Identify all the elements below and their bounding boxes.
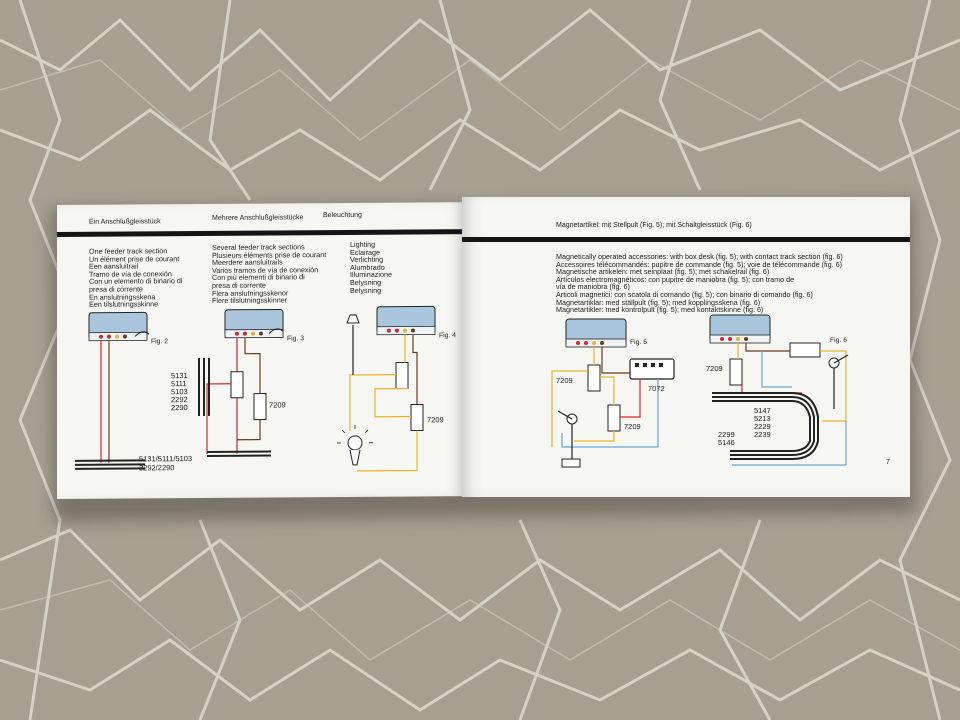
track-number: 2229 xyxy=(754,422,771,431)
page-number: 7 xyxy=(886,459,890,466)
right-line: Artículos electromagnéticos: con pupitre… xyxy=(556,274,795,284)
track-number: 5147 xyxy=(754,406,771,415)
right-line: Accessoires télécommandés: pupitre de co… xyxy=(556,259,843,269)
part-7209-label: 7209 xyxy=(706,364,723,373)
fig3-label: Fig. 3 xyxy=(287,335,304,343)
transformer-icon xyxy=(709,314,771,344)
track-stack-b: 2299 5146 xyxy=(718,431,735,447)
right-line: vía de maniobra (fig. 6) xyxy=(556,282,630,292)
track-number: 5146 xyxy=(718,438,735,447)
part-7209-label: 7209 xyxy=(427,415,444,425)
fig4-label: Fig. 4 xyxy=(439,332,456,340)
right-line: Magnetartikler: med kontrolpult (fig. 5)… xyxy=(556,305,764,315)
right-page: Magnetartikel: mit Stellpult (Fig. 5); m… xyxy=(462,197,910,497)
right-text: Magnetically operated accessories: with … xyxy=(556,253,843,314)
transformer-icon xyxy=(565,318,627,348)
part-number: 2290 xyxy=(171,403,188,413)
header-magnetic-accessories: Magnetartikel: mit Stellpult (Fig. 5); m… xyxy=(556,222,752,229)
track-numbers: 5131/5111/5103 xyxy=(139,454,193,464)
track-stack-a: 5147 5213 2229 2239 xyxy=(754,407,771,439)
part-numbers-stack: 5131 5111 5103 2292 2290 xyxy=(171,371,188,413)
track-number: 5213 xyxy=(754,414,771,423)
header-rule xyxy=(462,237,910,242)
fig6-label: Fig. 6 xyxy=(830,337,847,344)
signal-icon xyxy=(557,410,581,468)
track-numbers: 2292/2290 xyxy=(139,463,175,473)
left-page: Ein Anschlußgleisstück Mehrere Anschlußg… xyxy=(57,202,467,499)
part-7209-label: 7209 xyxy=(624,422,641,431)
track-number: 2239 xyxy=(754,430,771,439)
right-line: Magnetische artikelen: met seinplaat (fi… xyxy=(556,267,770,277)
right-line: Articoli magnetici: con scatola di coman… xyxy=(556,289,813,299)
light-bulb-icon xyxy=(337,424,373,466)
track-number: 2299 xyxy=(718,430,735,439)
part-7209-label: 7209 xyxy=(556,376,573,385)
right-line: Magnetically operated accessories: with … xyxy=(556,252,843,261)
wiring-diagram-left xyxy=(75,305,436,472)
transformer-icon xyxy=(88,311,150,342)
part-7072-label: 7072 xyxy=(648,384,665,393)
right-line: Magnetartiklar: med ställpult (fig. 5); … xyxy=(556,297,761,307)
fig2-label: Fig. 2 xyxy=(151,338,168,346)
wiring-diagram-right xyxy=(551,314,849,468)
fig5-label: Fig. 5 xyxy=(630,339,647,346)
transformer-icon xyxy=(224,308,284,339)
lamp-post-icon xyxy=(346,314,360,375)
transformer-icon xyxy=(376,305,436,336)
signal-icon xyxy=(828,354,849,409)
box-desk-icon xyxy=(629,358,675,380)
part-7209-label: 7209 xyxy=(269,400,286,410)
